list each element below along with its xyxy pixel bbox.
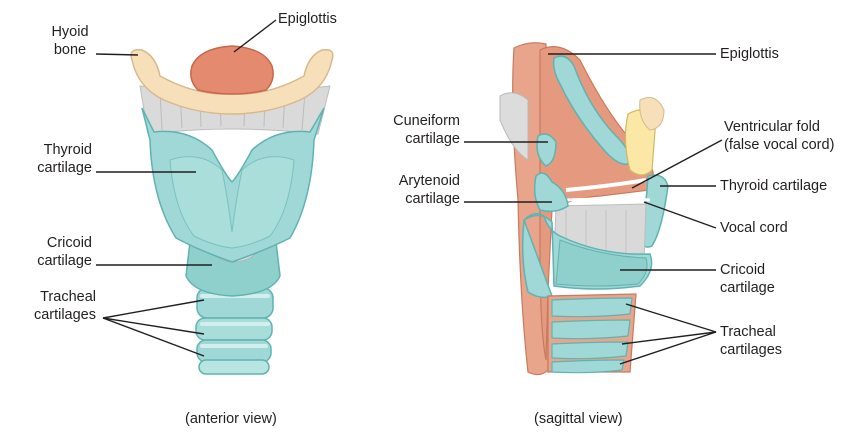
caption-anterior-view: (anterior view)	[185, 410, 277, 428]
sagittal-vocal-cord	[566, 199, 650, 200]
label-ventricular-fold: Ventricular fold(false vocal cord)	[724, 118, 834, 154]
caption-sagittal-view: (sagittal view)	[534, 410, 623, 428]
anterior-tracheal-rings	[196, 288, 273, 374]
anterior-epiglottis	[191, 46, 273, 94]
sagittal-view-illustration	[500, 43, 668, 375]
anterior-view-illustration	[131, 46, 333, 374]
label-sagittal-epiglottis: Epiglottis	[720, 45, 779, 63]
sagittal-tracheal-rings	[548, 294, 636, 373]
label-anterior-epiglottis: Epiglottis	[278, 10, 337, 28]
label-sagittal-thyroid-cartilage: Thyroid cartilage	[720, 177, 827, 195]
label-vocal-cord: Vocal cord	[720, 219, 788, 237]
